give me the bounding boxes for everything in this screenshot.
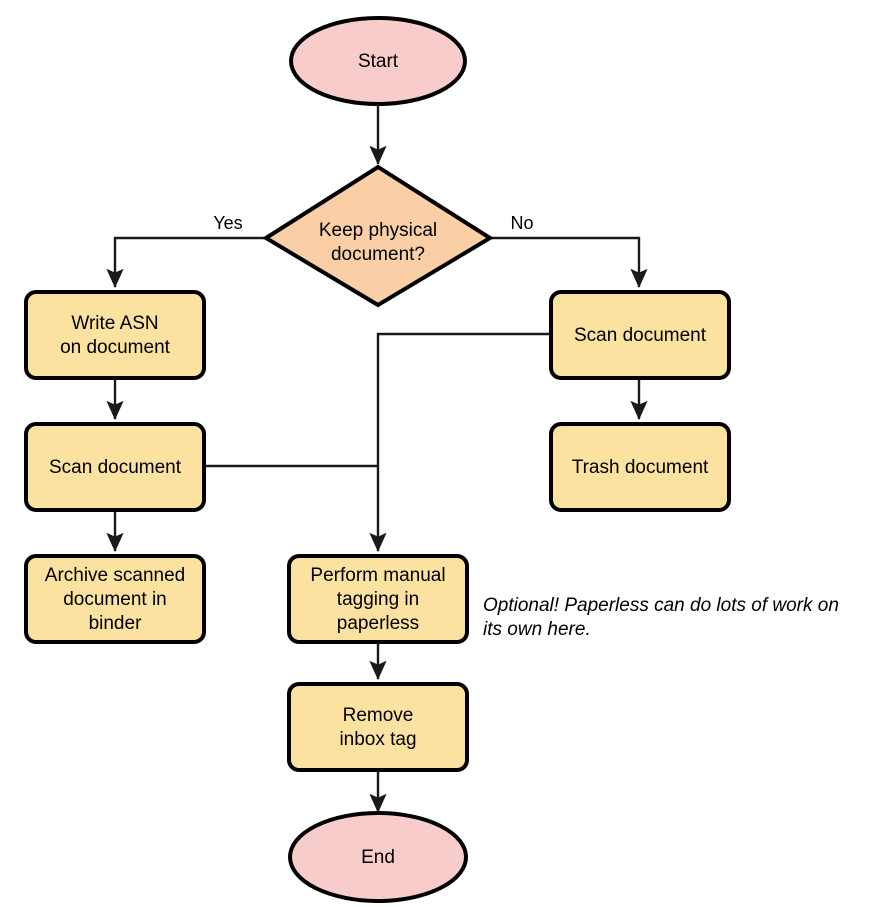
edge-decision-yes-to-write-asn [106,236,266,288]
manual-tagging-label-line1: Perform manual [310,565,445,586]
annotation-optional-note: Optional! Paperless can do lots of work … [483,595,839,640]
manual-tagging-box[interactable] [287,554,469,644]
manual-tagging-label-line2: tagging in [337,589,419,610]
node-start[interactable]: Start [289,16,467,106]
scan-document-left-box[interactable] [24,422,206,512]
scan-document-left-label: Scan document [49,457,182,478]
node-archive-scanned-document[interactable]: Archive scanned document in binder [24,554,206,644]
archive-box[interactable] [24,554,206,644]
edge-label-no: No [510,213,533,233]
write-asn-label-line2: on document [60,337,171,358]
annotation-line2: its own here. [483,619,591,640]
node-write-asn[interactable]: Write ASN on document [24,290,206,380]
scan-document-right-label: Scan document [574,325,707,346]
trash-document-box[interactable] [549,422,731,512]
remove-inbox-tag-box[interactable] [287,682,469,772]
annotation-line1: Optional! Paperless can do lots of work … [483,595,839,616]
node-decision-keep-physical-document[interactable]: Keep physical document? [262,164,494,308]
node-remove-inbox-tag[interactable]: Remove inbox tag [287,682,469,772]
archive-label-line2: document in [63,589,167,610]
write-asn-label-line1: Write ASN [71,313,158,334]
edge-label-yes: Yes [213,213,242,233]
connector-layer [106,105,648,813]
edge-scan-right-to-manual-tagging [369,332,551,552]
write-asn-box[interactable] [24,290,206,380]
start-ellipse[interactable] [289,16,467,106]
end-label: End [361,847,395,868]
scan-document-right-box[interactable] [549,290,731,380]
archive-label-line1: Archive scanned [45,565,185,586]
edge-decision-no-to-scan-right [490,236,648,288]
end-ellipse[interactable] [288,811,468,903]
remove-inbox-tag-label-line2: inbox tag [339,729,416,750]
manual-tagging-label-line3: paperless [337,613,419,634]
start-label: Start [358,51,399,72]
archive-label-line3: binder [89,613,142,634]
node-end[interactable]: End [288,811,468,903]
trash-document-label: Trash document [572,457,709,478]
decision-label-line1: Keep physical [319,220,437,241]
node-scan-document-right[interactable]: Scan document [549,290,731,380]
decision-diamond[interactable] [262,164,494,308]
remove-inbox-tag-label-line1: Remove [343,705,414,726]
node-scan-document-left[interactable]: Scan document [24,422,206,512]
decision-label-line2: document? [331,244,425,265]
node-trash-document[interactable]: Trash document [549,422,731,512]
node-perform-manual-tagging[interactable]: Perform manual tagging in paperless [287,554,469,644]
